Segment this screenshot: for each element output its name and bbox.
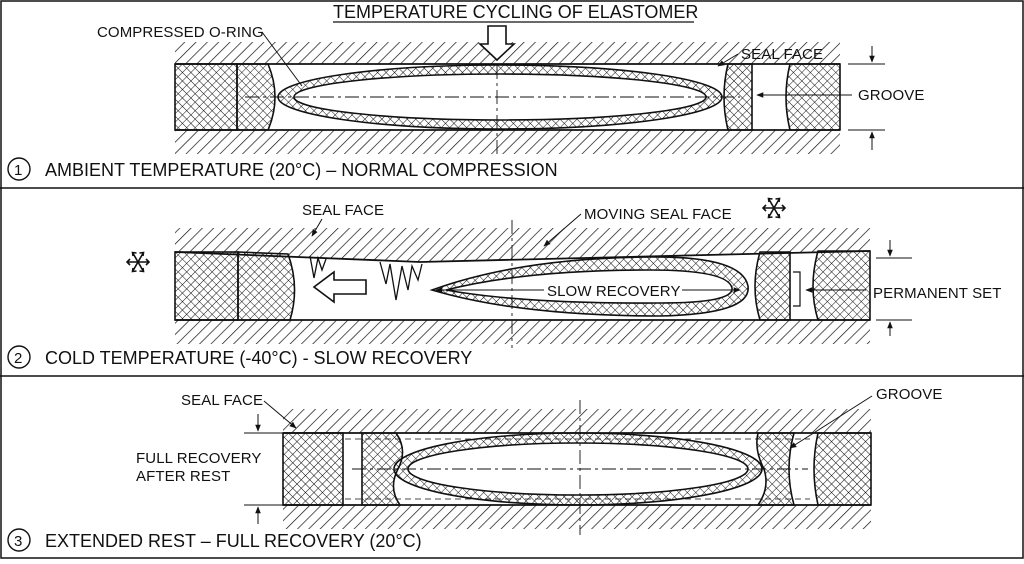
snowflake-icon bbox=[762, 197, 786, 219]
snowflake-icon bbox=[126, 251, 150, 273]
panel3-right-block bbox=[813, 432, 872, 506]
panel2-left-block bbox=[174, 251, 239, 321]
icicles-left bbox=[309, 255, 327, 279]
panel3-seal-face-label: SEAL FACE bbox=[181, 392, 263, 409]
panel1-bottom-housing bbox=[175, 130, 840, 154]
panel1-number: 1 bbox=[14, 162, 22, 179]
left-arrow-icon bbox=[312, 270, 367, 304]
down-arrow-icon bbox=[477, 25, 517, 62]
panel3-left-block bbox=[282, 432, 344, 506]
panel1-seal-face-label: SEAL FACE bbox=[741, 46, 823, 63]
panel1-groove-label: GROOVE bbox=[858, 87, 924, 104]
icicles-right bbox=[379, 261, 423, 301]
panel2-caption: COLD TEMPERATURE (-40°C) - SLOW RECOVERY bbox=[45, 348, 472, 368]
panel2-slow-recovery-label: SLOW RECOVERY bbox=[547, 283, 681, 300]
panel2-dimension bbox=[876, 240, 912, 336]
panel2-right-oring-part bbox=[754, 251, 791, 321]
panel1-left-block bbox=[174, 63, 238, 131]
panel3-top-housing bbox=[283, 409, 871, 433]
circled-number-icon bbox=[7, 345, 31, 369]
panel2-left-oring-part bbox=[237, 251, 296, 321]
panel1-caption: AMBIENT TEMPERATURE (20°C) – NORMAL COMP… bbox=[45, 160, 558, 180]
panel3-right-oring-part bbox=[756, 432, 796, 506]
panel3-full-recovery-line1: FULL RECOVERY bbox=[136, 450, 262, 467]
panel2-seal-face-label: SEAL FACE bbox=[302, 202, 384, 219]
panel3-caption: EXTENDED REST – FULL RECOVERY (20°C) bbox=[45, 531, 422, 551]
panel1-oring-label: COMPRESSED O-RING bbox=[97, 24, 264, 41]
panel2-number: 2 bbox=[14, 350, 22, 367]
panel-1: COMPRESSED O-RING SEAL FACE GROOVE 1 AMB… bbox=[7, 24, 924, 181]
panel3-groove-label: GROOVE bbox=[876, 386, 942, 403]
permanent-set-bracket bbox=[793, 271, 801, 307]
diagram-title: TEMPERATURE CYCLING OF ELASTOMER bbox=[333, 2, 698, 22]
circled-number-icon bbox=[7, 528, 31, 552]
panel3-bottom-housing bbox=[283, 505, 871, 529]
panel1-dimension bbox=[848, 46, 885, 150]
panel-2: SLOW RECOVERY SEAL FACE MOVING SEAL FACE… bbox=[7, 197, 1002, 369]
panel2-bottom-housing bbox=[175, 320, 870, 344]
panel3-number: 3 bbox=[14, 533, 22, 550]
panel1-top-housing bbox=[175, 42, 840, 64]
panel2-right-block bbox=[812, 250, 871, 321]
panel3-full-recovery-line2: AFTER REST bbox=[136, 468, 230, 485]
panel1-right-block bbox=[785, 63, 841, 131]
panel-3: SEAL FACE GROOVE FULL RECOVERY AFTER RES… bbox=[7, 386, 942, 552]
panel3-dimension bbox=[244, 414, 283, 524]
panel2-moving-seal-face-label: MOVING SEAL FACE bbox=[584, 206, 732, 223]
panel2-top-housing bbox=[175, 228, 870, 262]
panel2-permanent-set-label: PERMANENT SET bbox=[873, 285, 1002, 302]
circled-number-icon bbox=[7, 157, 31, 181]
